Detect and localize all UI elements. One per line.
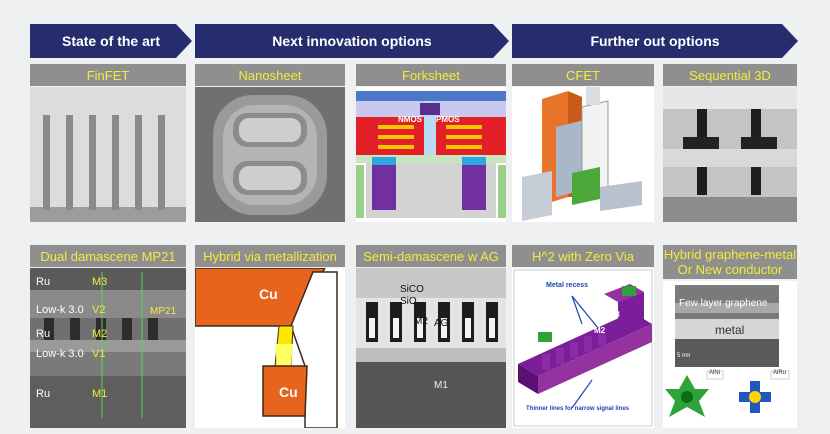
sequential-3d-image [663,87,797,222]
h2-zero-via-image: Metal recess V3 M2 Thinner lines for nar… [512,268,654,428]
dual-lowk-label-1: Low-k 3.0 [36,304,84,316]
hybrid-cu-top-label: Cu [259,286,278,302]
semi-ag-label: AG [434,318,449,329]
header-hybrid-via: Hybrid via metallization [195,245,345,267]
header-semi-damascene: Semi-damascene w AG [356,245,506,267]
forksheet-image: NMOS PMOS [356,87,506,222]
forksheet-pmos-label: PMOS [436,115,460,124]
dual-ru-label-2: Ru [36,328,51,340]
header-forksheet: Forksheet [356,64,506,86]
h2-diagram [512,268,654,428]
graphene-image: Few layer graphene metal 5 nm AlNi AlRu [663,281,797,428]
dual-m2-label: M2 [92,328,108,340]
header-finfet: FinFET [30,64,186,86]
hybrid-via-image: Cu Cu [195,268,345,428]
semi-m1-label: M1 [434,380,448,391]
h2-v3-label: V3 [610,310,620,319]
cfet-diagram [512,87,654,222]
dual-v1-label: V1 [92,348,106,360]
semi-sico-label: SiCO [400,284,424,295]
header-sequential-3d: Sequential 3D [663,64,797,86]
h2-thinner-label: Thinner lines for narrow signal lines [526,406,630,412]
h2-metal-recess-label: Metal recess [546,282,589,289]
banner-further-out: Further out options [512,24,798,58]
finfet-fins [30,87,186,222]
semi-m2-label: M2 [414,316,428,327]
dual-ru-label-3: Ru [36,388,51,400]
graphene-metal-label: metal [715,323,745,337]
h2-m2-label: M2 [594,326,606,335]
graphene-alni-label: AlNi [709,370,721,376]
banner-next-innovation: Next innovation options [195,24,509,58]
graphene-scale-label: 5 nm [677,353,691,359]
dual-ru-label-1: Ru [36,276,51,288]
finfet-image [30,87,186,222]
hybrid-via-diagram [195,268,345,428]
graphene-alru-label: AlRu [773,370,787,376]
graphene-few-layer-label: Few layer graphene [679,298,768,309]
alni-crystal [665,375,709,417]
cfet-image [512,87,654,222]
alru-crystal [739,381,771,413]
banner-state-of-the-art: State of the art [30,24,192,58]
header-cfet: CFET [512,64,654,86]
dual-mp21-label: MP21 [150,306,177,317]
header-h2-zero-via: H^2 with Zero Via [512,245,654,267]
graphene-diagram [663,281,797,428]
header-nanosheet: Nanosheet [195,64,345,86]
dual-v2-label: V2 [92,304,106,316]
forksheet-nmos-label: NMOS [398,115,422,124]
header-dual-damascene: Dual damascene MP21 [30,245,186,267]
dual-lowk-label-2: Low-k 3.0 [36,348,84,360]
semi-damascene-image: SiCO SiO2 M2 AG M1 [356,268,506,428]
hybrid-cu-bottom-label: Cu [279,384,298,400]
dual-m1-label: M1 [92,388,108,400]
forksheet-diagram [356,87,506,222]
nanosheet-stack [195,87,345,222]
dual-damascene-stack [30,268,186,428]
semi-damascene-stack [356,268,506,428]
nanosheet-image [195,87,345,222]
sequential-3d-stack [663,87,797,222]
dual-m3-label: M3 [92,276,108,288]
semi-sio2-label: SiO2 [400,296,421,309]
dual-damascene-image: Ru M3 Low-k 3.0 V2 MP21 Ru M2 Low-k 3.0 … [30,268,186,428]
